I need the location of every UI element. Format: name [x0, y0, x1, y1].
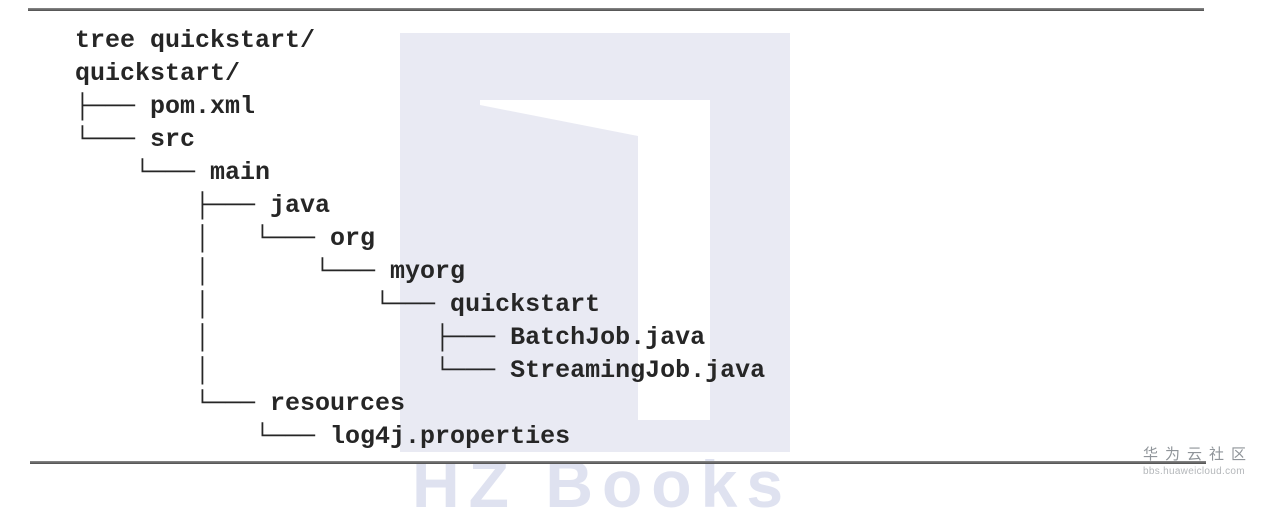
tree-line: └─── log4j.properties: [75, 422, 571, 451]
tree-line: │ └─── org: [75, 224, 376, 253]
community-url: bbs.huaweicloud.com: [1143, 466, 1245, 477]
tree-line: │ └─── StreamingJob.java: [75, 356, 766, 385]
tree-line: ├─── java: [75, 191, 331, 220]
tree-line: │ └─── myorg: [75, 257, 466, 286]
top-divider: [28, 8, 1204, 11]
bottom-divider: [30, 461, 1206, 464]
tree-line: │ └─── quickstart: [75, 290, 601, 319]
tree-line: └─── resources: [75, 389, 406, 418]
watermark-rectangle: [400, 33, 790, 452]
community-watermark: 华为云社区 bbs.huaweicloud.com: [1143, 446, 1254, 478]
terminal-tree-output: tree quickstart/quickstart/ ├─── pom.xml └…: [75, 24, 765, 453]
publisher-watermark-text: HZ Books: [412, 447, 793, 521]
book-page: HZ Books tree quickstart/quickstart/ ├───…: [28, 8, 1254, 521]
community-name: 华为云社区: [1143, 446, 1254, 463]
tree-root-line: quickstart/: [75, 59, 241, 88]
watermark-logo-cutout: [480, 100, 710, 420]
tree-command-line: tree quickstart/: [75, 26, 316, 55]
tree-line: │ ├─── BatchJob.java: [75, 323, 706, 352]
tree-line: ├─── pom.xml: [75, 92, 256, 121]
tree-line: └─── src: [75, 125, 196, 154]
tree-line: └─── main: [75, 158, 271, 187]
